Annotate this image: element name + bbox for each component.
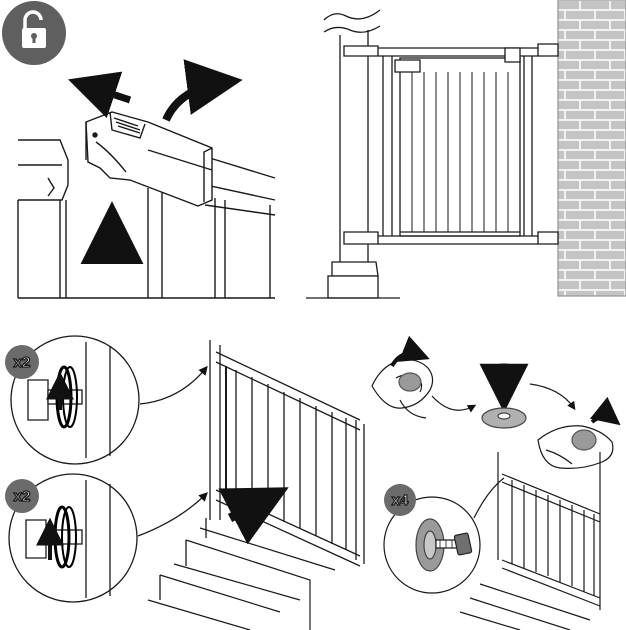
top-count-label: x2	[14, 354, 31, 371]
gate-door	[399, 57, 521, 237]
small-gate-top-rail	[501, 473, 601, 523]
unlock-icon	[2, 1, 66, 65]
installed-gate-panel	[306, 0, 626, 299]
top-count-badge: x2	[5, 345, 39, 379]
wall-cup-panel: x4	[371, 335, 621, 630]
unlock-panel	[2, 1, 276, 299]
brick-wall	[557, 0, 626, 297]
bottom-count-badge: x2	[5, 479, 39, 513]
cups-count-badge: x4	[384, 484, 416, 516]
cups-count-label: x4	[392, 492, 409, 509]
side-gate-bottom-rail	[215, 489, 361, 567]
slide-left-arrow	[68, 71, 132, 119]
left-post-top	[18, 139, 69, 201]
newel-post	[339, 30, 369, 262]
side-bracket-panel: x2 x2	[5, 335, 365, 630]
side-gate-top-rail	[215, 351, 361, 431]
gate-lock-handle	[85, 111, 213, 207]
push-arrow	[218, 487, 289, 545]
bottom-count-label: x2	[14, 488, 31, 505]
lift-arrow	[162, 59, 243, 122]
small-gate-bottom-rail	[501, 559, 601, 607]
gate-bottom-rail	[378, 235, 538, 245]
